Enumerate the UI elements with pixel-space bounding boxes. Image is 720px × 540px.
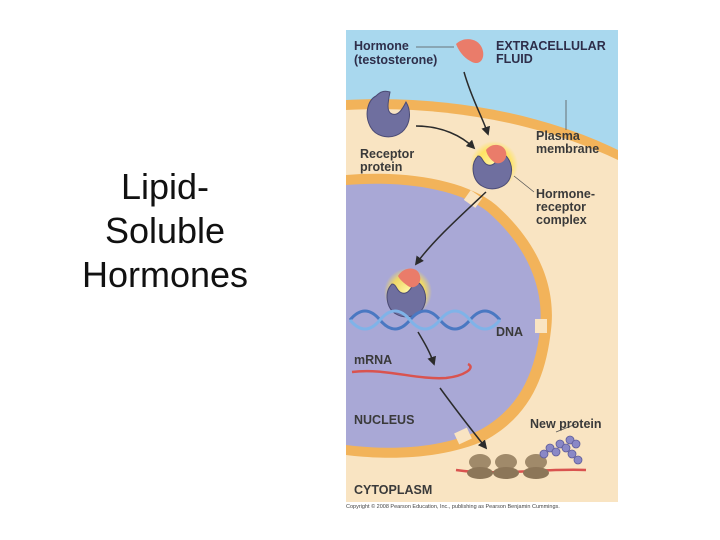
label-dna: DNA [496, 325, 523, 339]
hormone-diagram: Hormone (testosterone) EXTRACELLULAR FLU… [346, 30, 618, 502]
slide-title: Lipid- Soluble Hormones [40, 165, 290, 297]
label-new-protein: New protein [530, 417, 602, 431]
label-hormone-sub: (testosterone) [354, 53, 437, 67]
complex-hormone-1 [486, 144, 507, 164]
title-line-1: Lipid- [120, 166, 210, 207]
new-protein-chain [539, 435, 583, 465]
nuclear-pore-bottom [454, 427, 472, 445]
arrow-to-nucleus [414, 191, 487, 266]
title-line-2: Soluble [104, 210, 226, 251]
complex-hormone-2 [398, 268, 421, 288]
label-extracellular-2: FLUID [496, 52, 533, 66]
label-extracellular: EXTRACELLULAR [496, 39, 606, 53]
ribosome-2-base [493, 467, 519, 479]
label-complex-3: complex [536, 213, 587, 227]
label-plasma: Plasma [536, 129, 581, 143]
ribosome-3 [525, 454, 547, 470]
ribosome-1-base [467, 467, 493, 479]
label-nucleus: NUCLEUS [354, 413, 414, 427]
label-complex-2: receptor [536, 200, 586, 214]
nuclear-pore-top [463, 190, 483, 208]
dna-strand-1 [348, 309, 502, 331]
mrna-strand [351, 362, 472, 380]
complex-leader-line [513, 175, 535, 193]
label-cytoplasm: CYTOPLASM [354, 483, 432, 497]
diagram-svg: Hormone (testosterone) EXTRACELLULAR FLU… [346, 30, 618, 502]
copyright-notice: Copyright © 2008 Pearson Education, Inc.… [346, 504, 560, 510]
nuclear-pore-right [535, 319, 547, 333]
label-receptor-2: protein [360, 160, 402, 174]
label-complex: Hormone- [536, 187, 595, 201]
dna-strand-2 [348, 309, 502, 331]
ribosome-1 [469, 454, 491, 470]
label-hormone: Hormone [354, 39, 409, 53]
ribosome-2 [495, 454, 517, 470]
new-protein-leader-line [555, 423, 577, 433]
arrow-transcription [417, 331, 436, 366]
arrow-hormone-enters [463, 71, 490, 136]
arrow-receptor-binds [415, 125, 476, 150]
label-plasma-2: membrane [536, 142, 599, 156]
receptor-protein-free [366, 90, 410, 138]
hormone-molecule [456, 39, 484, 64]
label-receptor: Receptor [360, 147, 414, 161]
label-mrna: mRNA [354, 353, 392, 367]
arrow-translation [439, 387, 488, 450]
title-line-3: Hormones [81, 254, 249, 295]
ribosome-3-base [523, 467, 549, 479]
